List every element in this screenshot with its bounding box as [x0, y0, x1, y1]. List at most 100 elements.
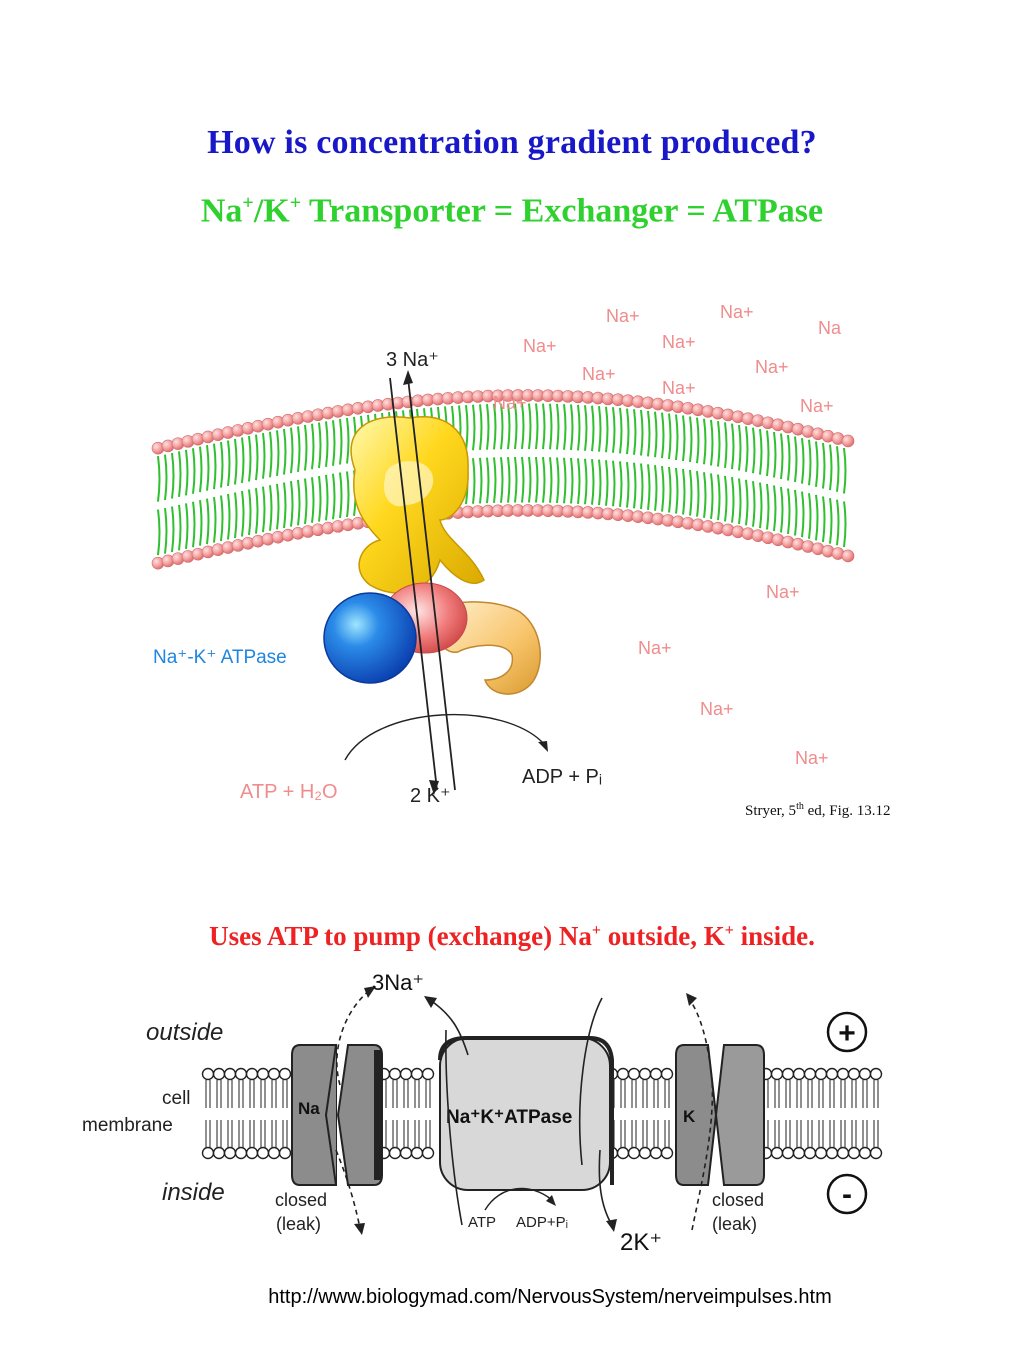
lipid-tail [822, 442, 826, 489]
lipid-tail [822, 496, 826, 543]
lipid-tail [696, 471, 700, 517]
na-ion-label: Na+ [523, 336, 557, 356]
na-ion-label: Na+ [755, 357, 789, 377]
lipid-tail [563, 404, 567, 450]
membrane-lipid-head [267, 1146, 281, 1160]
lipid-tail [262, 486, 266, 533]
pump-label: Na⁺K⁺ATPase [446, 1107, 572, 1128]
membrane-lipid-head [410, 1146, 424, 1160]
lipid-tail [549, 403, 553, 450]
membrane-label: membrane [82, 1115, 173, 1136]
subtitle-part2: outside, K [600, 921, 725, 951]
lipid-tail [759, 482, 763, 529]
membrane-lipid-head [627, 1067, 641, 1081]
lipid-tail [185, 503, 189, 549]
na-ion-label: Na+ [766, 582, 800, 602]
outside-label: outside [146, 1019, 223, 1046]
na-leak-arrowhead-top [364, 986, 376, 998]
membrane-lipid-head [388, 1146, 402, 1160]
lipid-tail [612, 460, 616, 507]
lipid-tail [164, 507, 168, 554]
lipid-tail [500, 403, 504, 450]
lipid-tail [619, 461, 623, 508]
lipid-tail [605, 406, 609, 453]
lipid-tail [577, 404, 581, 451]
lipid-tail [654, 465, 658, 511]
lipid-tail [535, 456, 539, 503]
lipid-tail [633, 462, 637, 509]
membrane-lipid-head [869, 1067, 883, 1081]
lipid-tail [332, 473, 336, 520]
lipid-tail [647, 410, 651, 457]
lipid-tail [507, 403, 511, 450]
na-leak-arrowhead-bottom [354, 1223, 365, 1235]
lipid-tail [738, 478, 742, 525]
lipid-tail [766, 483, 770, 530]
membrane-lipid-head [836, 1067, 850, 1081]
membrane-lipid-head [770, 1067, 784, 1081]
lipid-tail [283, 482, 287, 529]
membrane-lipid-head [869, 1146, 883, 1160]
lipid-tail [311, 477, 315, 523]
lipid-tail [325, 421, 329, 467]
citation-sup: th [796, 801, 804, 812]
lipid-tail [206, 498, 210, 545]
title-na-charge: + [242, 192, 254, 214]
lipid-tail [472, 458, 476, 504]
lipid-tail [325, 474, 329, 521]
lipid-tail [528, 403, 532, 450]
na-closed-label: closed [275, 1190, 327, 1210]
na-ion-label: Na+ [700, 699, 734, 719]
plus-sign: + [838, 1017, 856, 1050]
lipid-tail [703, 472, 707, 518]
k-leak-arrowhead [686, 993, 697, 1006]
na-pump-arrow-right [578, 997, 603, 1166]
citation-suffix: ed, Fig. 13.12 [803, 803, 891, 819]
lipid-tail [829, 444, 833, 491]
lipid-tail [724, 475, 728, 522]
membrane-lipid-head [212, 1146, 226, 1160]
membrane-lipid-head [803, 1146, 817, 1160]
citation-prefix: Stryer, 5 [745, 803, 797, 819]
k-leak-arrow [689, 999, 714, 1231]
citation: Stryer, 5th ed, Fig. 13.12 [745, 801, 891, 820]
three-na-label: 3 Na⁺ [386, 349, 439, 371]
atpase-label: Na⁺-K⁺ ATPase [153, 647, 287, 668]
na-pump-arrow-left [445, 1029, 463, 1226]
membrane-lipid-head [825, 1146, 839, 1160]
na-ion-label: Na+ [582, 364, 616, 384]
membrane-lipid-head [825, 1067, 839, 1081]
lipid-tail [759, 428, 763, 475]
membrane-lipid-head [245, 1146, 259, 1160]
lipid-tail [304, 478, 308, 525]
atp-h2o-label: ATP + H₂O [240, 781, 338, 803]
lipid-tail [346, 471, 350, 518]
k-channel-label: K [683, 1107, 696, 1126]
lipid-bilayer [151, 389, 855, 570]
lipid-tail [528, 456, 532, 503]
subtitle-pump: Uses ATP to pump (exchange) Na+ outside,… [0, 921, 1024, 952]
atp-adp-arrowhead [546, 1195, 556, 1206]
membrane-lipid-head [234, 1146, 248, 1160]
lipid-tail [164, 454, 168, 501]
membrane-lipid-head [814, 1067, 828, 1081]
lipid-tail [241, 490, 245, 537]
title-slash-k: /K [253, 192, 290, 230]
two-k-label: 2 K⁺ [410, 785, 451, 807]
membrane-lipid-head [399, 1146, 413, 1160]
lipid-tail [710, 419, 714, 466]
membrane-lipid-head [399, 1067, 413, 1081]
lipid-tail [766, 430, 770, 477]
minus-charge-icon: - [826, 1173, 868, 1215]
na-ion-label: Na+ [662, 378, 696, 398]
lipid-tail [696, 417, 700, 464]
membrane-lipid-head [616, 1146, 630, 1160]
membrane-lipid-head [770, 1146, 784, 1160]
membrane-lipid-head [638, 1067, 652, 1081]
na-ion-label: Na [818, 318, 842, 338]
lipid-tail [178, 504, 182, 551]
lipid-tail [493, 403, 497, 450]
lipid-tail [507, 456, 511, 503]
lipid-tail [248, 489, 252, 536]
lipid-tail [675, 467, 679, 514]
